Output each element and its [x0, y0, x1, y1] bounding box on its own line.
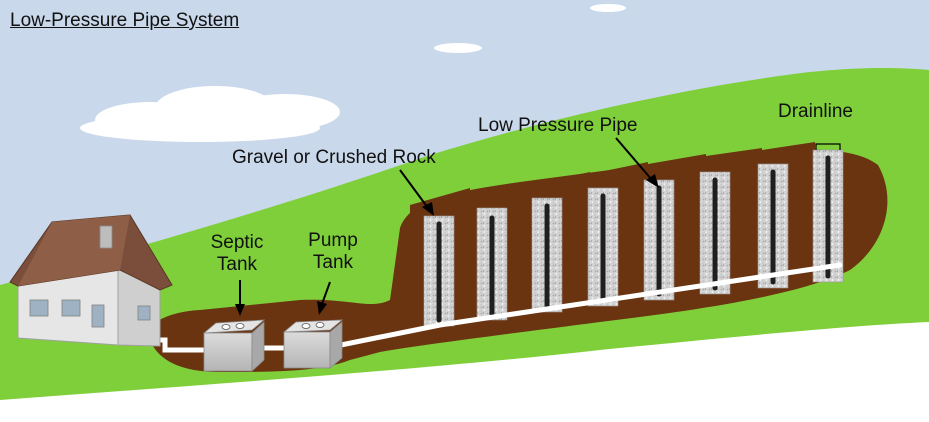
drain-pipes: [436, 155, 831, 323]
diagram-title: Low-Pressure Pipe System: [10, 10, 240, 31]
house: [9, 214, 173, 347]
septic-tank-label-line2: Tank: [216, 254, 258, 275]
low-pressure-pipe-label: Low Pressure Pipe: [478, 115, 638, 136]
foreground-ground: [0, 322, 929, 422]
cloud-large: [80, 86, 340, 142]
pump-tank: [282, 319, 344, 369]
septic-tank-label: Septic Tank: [204, 232, 270, 276]
drainline-bracket: [815, 143, 841, 150]
gravel-label: Gravel or Crushed Rock: [232, 147, 436, 168]
pump-tank-label-line2: Tank: [312, 252, 354, 273]
cloud-tiny: [590, 4, 626, 12]
septic-tank: [202, 319, 266, 372]
septic-tank-label-line1: Septic: [210, 232, 264, 253]
cloud-small: [434, 43, 482, 53]
pump-tank-label-line1: Pump: [308, 230, 358, 251]
pump-tank-label: Pump Tank: [300, 230, 366, 274]
leader-arrows: [235, 137, 659, 316]
grass-gaps: [462, 228, 470, 300]
drainline-label: Drainline: [778, 101, 853, 122]
